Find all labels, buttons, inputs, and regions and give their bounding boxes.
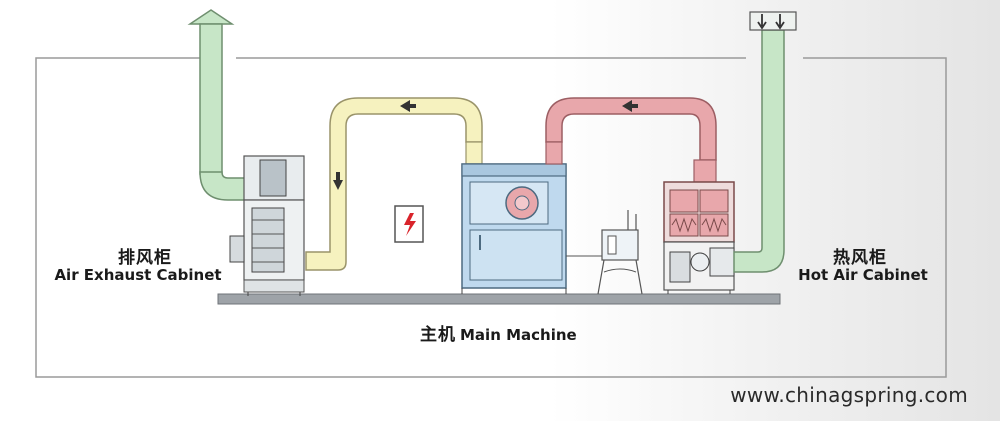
website-watermark: www.chinagspring.com xyxy=(730,383,968,407)
intake-arrow-icon-2 xyxy=(775,14,785,30)
flow-arrow-left-icon xyxy=(400,100,410,112)
intake-stack xyxy=(733,11,797,273)
air-exhaust-label-en: Air Exhaust Cabinet xyxy=(54,266,222,284)
main-machine xyxy=(461,163,567,294)
main-machine-label-cn: 主机 xyxy=(420,325,456,345)
hot-air-cabinet xyxy=(663,181,735,294)
hot-air-duct xyxy=(545,97,717,183)
outer-frame xyxy=(35,57,947,378)
air-exhaust-cabinet xyxy=(229,155,305,296)
hot-air-label-en: Hot Air Cabinet xyxy=(798,266,928,284)
return-duct xyxy=(305,97,483,271)
flow-arrow-left-icon-2 xyxy=(622,100,632,112)
exhaust-stack xyxy=(187,9,251,201)
exhaust-arrow-icon xyxy=(187,9,235,25)
base-platform xyxy=(217,293,781,305)
spray-tank xyxy=(566,210,643,295)
hot-air-label-cn: 热风柜 xyxy=(833,248,887,268)
electrical-hazard-icon xyxy=(394,205,424,243)
flow-arrow-down-icon xyxy=(333,180,343,190)
air-exhaust-label-cn: 排风柜 xyxy=(118,248,172,268)
intake-arrow-icon xyxy=(757,14,767,30)
main-machine-label-en: Main Machine xyxy=(460,326,577,344)
intake-hood xyxy=(749,11,797,31)
